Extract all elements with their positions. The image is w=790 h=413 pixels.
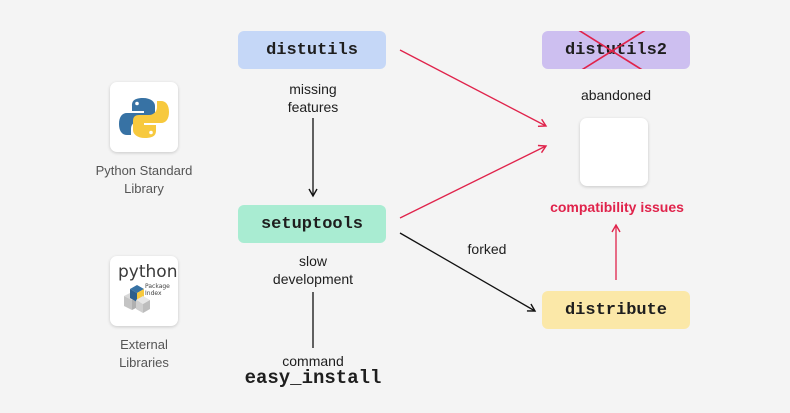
compatibility-issues-label: compatibility issues bbox=[550, 199, 684, 215]
slow-development-line2: development bbox=[272, 271, 354, 287]
pypi-logo-subtext-line1: Package bbox=[145, 283, 170, 290]
crossed-out-icon bbox=[578, 31, 646, 69]
missing-features-line1: missing bbox=[289, 81, 337, 97]
slow-development-label: slow development bbox=[250, 252, 376, 288]
missing-features-line2: features bbox=[287, 99, 339, 115]
pypi-logo-subtext-line2: Index bbox=[145, 290, 162, 297]
external-libs-label-line1: External bbox=[120, 337, 168, 352]
pypi-logo-subtext: Package Index bbox=[145, 283, 170, 297]
slow-development-line1: slow bbox=[298, 253, 327, 269]
distutils2-node-label: distutils2 bbox=[564, 40, 668, 60]
pypi-logo-card: python Package Index bbox=[110, 256, 178, 326]
forked-label: forked bbox=[467, 241, 507, 257]
pypi-cubes-icon bbox=[124, 285, 150, 313]
external-libs-label-line2: Libraries bbox=[119, 355, 169, 370]
easy-install-command: easy_install bbox=[244, 367, 382, 389]
pypi-logo-wordmark: python bbox=[118, 262, 178, 282]
missing-features-label: missing features bbox=[268, 80, 358, 116]
distribute-node: distribute bbox=[542, 291, 690, 329]
python-logo-card bbox=[110, 82, 178, 152]
arrow-distutils-to-compat bbox=[399, 49, 548, 128]
arrow-setuptools-to-compat bbox=[399, 144, 548, 219]
distutils2-node: distutils2 bbox=[542, 31, 690, 69]
compatibility-placeholder-card bbox=[580, 118, 648, 186]
abandoned-label: abandoned bbox=[580, 87, 652, 103]
python-std-lib-label-line2: Library bbox=[124, 181, 164, 196]
python-logo-icon bbox=[119, 98, 169, 138]
arrow-setuptools-to-distribute bbox=[399, 232, 537, 312]
python-std-lib-label-line1: Python Standard bbox=[95, 163, 193, 178]
external-libs-label: External Libraries bbox=[90, 336, 198, 372]
distutils-node: distutils bbox=[238, 31, 386, 69]
python-std-lib-label: Python Standard Library bbox=[78, 162, 210, 198]
setuptools-node: setuptools bbox=[238, 205, 386, 243]
command-label: command bbox=[282, 353, 344, 369]
